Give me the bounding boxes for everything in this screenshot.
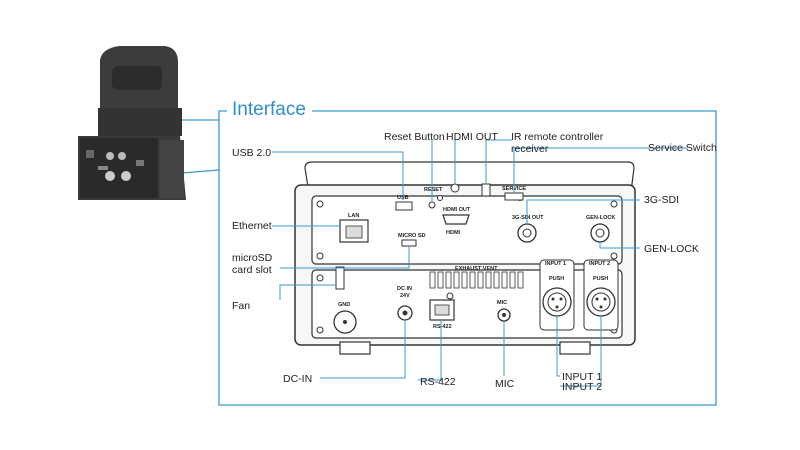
microsd-slot bbox=[401, 239, 417, 247]
genlock-connector bbox=[590, 223, 610, 243]
interface-title: Interface bbox=[232, 99, 306, 120]
rs422-port bbox=[429, 299, 455, 321]
panel-label-exhaust-vent: EXHAUST VENT bbox=[455, 266, 498, 272]
callout-microsd-line2: card slot bbox=[232, 264, 272, 276]
callout-ir-receiver-line2: receiver bbox=[511, 143, 549, 155]
leader-lines bbox=[272, 139, 688, 387]
fan-slot bbox=[335, 266, 345, 290]
callout-microsd-line1: microSD bbox=[232, 252, 273, 264]
panel-label-input2: INPUT 2 bbox=[589, 261, 610, 267]
exhaust-vent bbox=[429, 271, 524, 289]
ir-receiver bbox=[481, 183, 491, 197]
sdi-connector bbox=[517, 223, 537, 243]
panel-label-microsd: MICRO SD bbox=[398, 233, 426, 239]
panel-label-hdmi-logo: HDMI bbox=[446, 230, 461, 236]
callout-usb: USB 2.0 bbox=[232, 147, 272, 159]
callout-ir-receiver-line1: IR remote controller bbox=[511, 131, 604, 143]
panel-label-dc-in: DC IN bbox=[397, 286, 412, 292]
callout-mic: MIC bbox=[495, 378, 515, 390]
panel-label-push1: PUSH bbox=[549, 276, 564, 282]
callout-reset-button: Reset Button bbox=[384, 131, 445, 143]
callout-ethernet: Ethernet bbox=[232, 220, 272, 232]
mic-jack bbox=[497, 308, 511, 322]
panel-label-gnd: GND bbox=[338, 302, 350, 308]
reset-button bbox=[428, 201, 436, 209]
callout-hdmi-out: HDMI OUT bbox=[446, 131, 498, 143]
service-switch bbox=[504, 192, 524, 201]
panel-label-reset: RESET bbox=[424, 187, 443, 193]
callout-fan: Fan bbox=[232, 300, 251, 312]
callout-dc-in: DC-IN bbox=[283, 373, 313, 385]
panel-label-rs422: RS-422 bbox=[433, 324, 452, 330]
callout-rs422: RS-422 bbox=[420, 376, 456, 388]
xlr-input-2 bbox=[583, 259, 619, 331]
gnd-terminal bbox=[333, 310, 357, 334]
panel-screws bbox=[316, 195, 618, 334]
callout-sdi: 3G-SDI bbox=[644, 194, 680, 206]
panel-label-lan: LAN bbox=[348, 213, 359, 219]
lan-port bbox=[339, 219, 369, 243]
usb-port bbox=[395, 201, 413, 211]
camera-image bbox=[78, 46, 186, 200]
panel-label-genlock: GEN-LOCK bbox=[586, 215, 615, 221]
panel-label-mic: MIC bbox=[497, 300, 507, 306]
panel-label-hdmi-out: HDMI OUT bbox=[443, 207, 471, 213]
callout-genlock: GEN-LOCK bbox=[644, 243, 699, 255]
callout-service-switch: Service Switch bbox=[648, 142, 717, 154]
panel-label-24v: 24V bbox=[400, 293, 410, 299]
panel-label-push2: PUSH bbox=[593, 276, 608, 282]
panel-label-sdi-out: 3G-SDI OUT bbox=[512, 215, 544, 221]
dc-in-jack bbox=[397, 305, 413, 321]
callout-input2: INPUT 2 bbox=[562, 381, 603, 393]
callout-input1: INPUT 1 bbox=[562, 371, 603, 383]
panel-label-input1: INPUT 1 bbox=[545, 261, 566, 267]
